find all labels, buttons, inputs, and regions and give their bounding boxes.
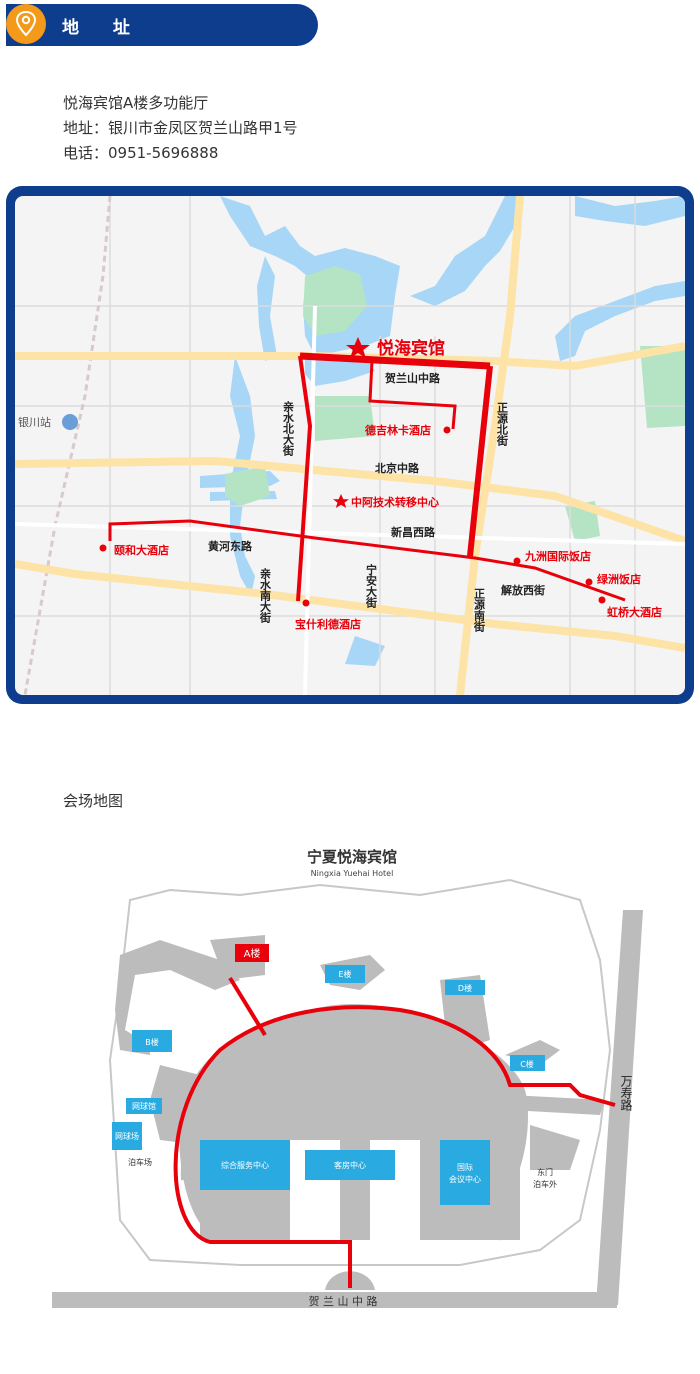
guest-center xyxy=(305,1150,395,1180)
venue-map[interactable]: 宁夏悦海宾馆 Ningxia Yuehai Hotel A楼 B xyxy=(40,840,680,1320)
svg-text:泊车场: 泊车场 xyxy=(128,1157,152,1167)
svg-text:贺兰山中路: 贺兰山中路 xyxy=(384,371,441,385)
svg-text:正源南街: 正源南街 xyxy=(473,588,487,633)
building-b xyxy=(132,1030,172,1052)
parks xyxy=(225,266,685,541)
helanshan-road xyxy=(52,1292,617,1308)
section-header-bar xyxy=(6,4,318,46)
minor-roads xyxy=(15,196,685,695)
svg-text:正源北街: 正源北街 xyxy=(496,402,510,447)
station-label: 银川站 xyxy=(18,415,51,429)
conference-center xyxy=(440,1140,490,1205)
svg-text:网球场: 网球场 xyxy=(115,1131,139,1141)
svg-text:会议中心: 会议中心 xyxy=(449,1174,481,1184)
buildings xyxy=(112,965,545,1205)
poi-baoshili: 宝什利德酒店 xyxy=(295,617,361,631)
svg-text:A楼: A楼 xyxy=(244,947,261,960)
poi-lvzhou: 绿洲饭店 xyxy=(597,572,641,586)
building-e xyxy=(325,965,365,983)
poi-hongqiao: 虹桥大酒店 xyxy=(607,605,662,619)
svg-text:D楼: D楼 xyxy=(458,983,472,993)
helanshan-road-label: 贺 兰 山 中 路 xyxy=(309,1295,378,1308)
poi-deji: 德吉林卡酒店 xyxy=(364,423,431,437)
svg-text:E楼: E楼 xyxy=(338,969,351,979)
tennis-hall xyxy=(126,1098,162,1114)
svg-text:客房中心: 客房中心 xyxy=(334,1160,366,1170)
svg-text:新昌西路: 新昌西路 xyxy=(391,525,436,539)
location-icon xyxy=(6,4,46,44)
address-line: 地址：银川市金凤区贺兰山路甲1号 xyxy=(63,119,298,137)
svg-text:国际: 国际 xyxy=(457,1163,473,1172)
svg-text:网球馆: 网球馆 xyxy=(132,1101,156,1111)
hotel-label: 悦海宾馆 xyxy=(377,338,445,359)
phone-line: 电话：0951-5696888 xyxy=(63,144,219,162)
svg-text:C楼: C楼 xyxy=(520,1059,534,1069)
venue-name: 悦海宾馆A楼多功能厅 xyxy=(63,94,209,112)
poi-yihe: 颐和大酒店 xyxy=(114,543,169,557)
svg-text:解放西街: 解放西街 xyxy=(501,583,545,597)
building-c xyxy=(510,1055,545,1071)
venue-route xyxy=(173,976,616,1288)
poi-jiuzhou: 九洲国际饭店 xyxy=(524,549,591,563)
building-d xyxy=(445,980,485,995)
svg-text:黄河东路: 黄河东路 xyxy=(208,539,253,553)
building-a xyxy=(235,944,269,962)
service-center xyxy=(200,1140,290,1190)
route-lines xyxy=(108,352,626,602)
venue-map-en-title: Ningxia Yuehai Hotel xyxy=(311,869,394,878)
poi-dots xyxy=(99,426,606,607)
svg-text:宁安大街: 宁安大街 xyxy=(365,563,379,609)
train-station-icon xyxy=(62,414,78,430)
section-title: 地 址 xyxy=(62,18,144,38)
svg-text:亲水北大街: 亲水北大街 xyxy=(282,400,296,457)
tennis-court xyxy=(112,1122,142,1150)
svg-text:B楼: B楼 xyxy=(145,1037,159,1047)
svg-text:北京中路: 北京中路 xyxy=(375,461,420,475)
wanshou-road-label: 万寿路 xyxy=(619,1075,633,1112)
venue-map-cn-title: 宁夏悦海宾馆 xyxy=(307,848,397,866)
venue-map-title: 会场地图 xyxy=(63,792,124,810)
svg-text:亲水南大街: 亲水南大街 xyxy=(259,567,273,624)
svg-text:综合服务中心: 综合服务中心 xyxy=(221,1160,269,1170)
city-map[interactable]: 悦海宾馆 银川站 贺兰山中路 北京中路 新昌西路 黄河东路 解放西街 亲水北大街… xyxy=(15,196,685,695)
star-icon xyxy=(333,494,349,508)
svg-text:泊车外: 泊车外 xyxy=(533,1179,557,1189)
poi-zhonga: 中阿技术转移中心 xyxy=(351,495,439,509)
svg-text:东门: 东门 xyxy=(537,1167,553,1177)
star-icon xyxy=(346,337,370,358)
wanshou-road xyxy=(596,910,643,1305)
major-roads xyxy=(15,196,685,695)
railway xyxy=(23,196,112,695)
vertical-street-labels: 亲水北大街 亲水南大街 宁安大街 正源北街 正源南街 xyxy=(259,400,510,633)
